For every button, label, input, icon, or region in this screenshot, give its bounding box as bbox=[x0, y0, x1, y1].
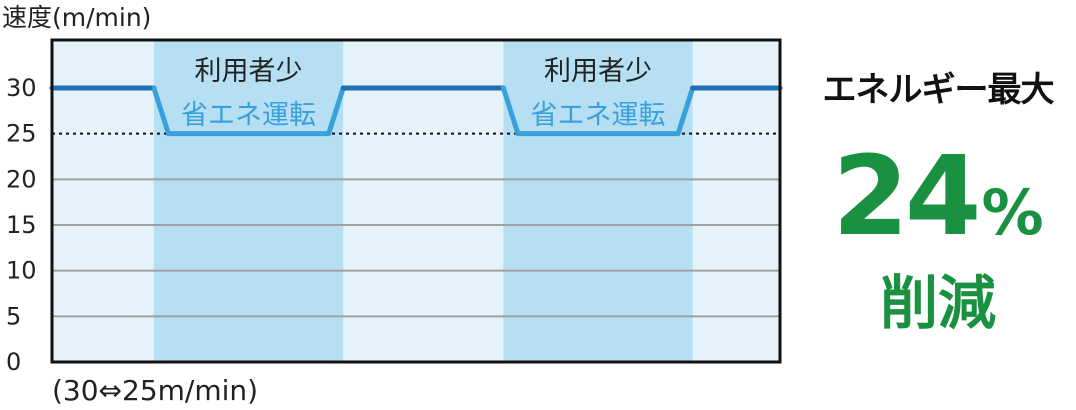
reduction-percent: 24% bbox=[800, 132, 1076, 260]
y-tick-label: 10 bbox=[6, 257, 37, 285]
band-label-top: 利用者少 bbox=[544, 56, 652, 87]
y-tick-label: 30 bbox=[6, 74, 37, 102]
reduction-label: 削減 bbox=[879, 269, 996, 337]
y-tick-label: 15 bbox=[6, 211, 37, 239]
y-tick-label: 0 bbox=[6, 348, 21, 376]
y-axis-label: 速度(m/min) bbox=[2, 3, 151, 32]
y-tick-label: 25 bbox=[6, 120, 37, 148]
energy-headline: エネルギー最大 bbox=[822, 70, 1055, 110]
band-label-bottom: 省エネ運転 bbox=[181, 100, 316, 131]
speed-line-segment bbox=[675, 85, 696, 137]
band-1 bbox=[503, 40, 693, 362]
band-label-top: 利用者少 bbox=[195, 56, 303, 87]
x-axis-note: (30⇔25m/min) bbox=[52, 374, 258, 407]
speed-line-segment bbox=[151, 85, 171, 137]
reduction-unit: % bbox=[981, 176, 1044, 249]
band-0 bbox=[153, 40, 344, 362]
speed-line-segment bbox=[500, 85, 521, 137]
y-tick-label: 5 bbox=[6, 302, 21, 330]
reduction-value: 24 bbox=[832, 132, 981, 260]
band-label-bottom: 省エネ運転 bbox=[531, 100, 666, 131]
speed-line-segment bbox=[326, 85, 346, 137]
y-tick-label: 20 bbox=[6, 165, 37, 193]
plot-frame bbox=[50, 38, 782, 364]
